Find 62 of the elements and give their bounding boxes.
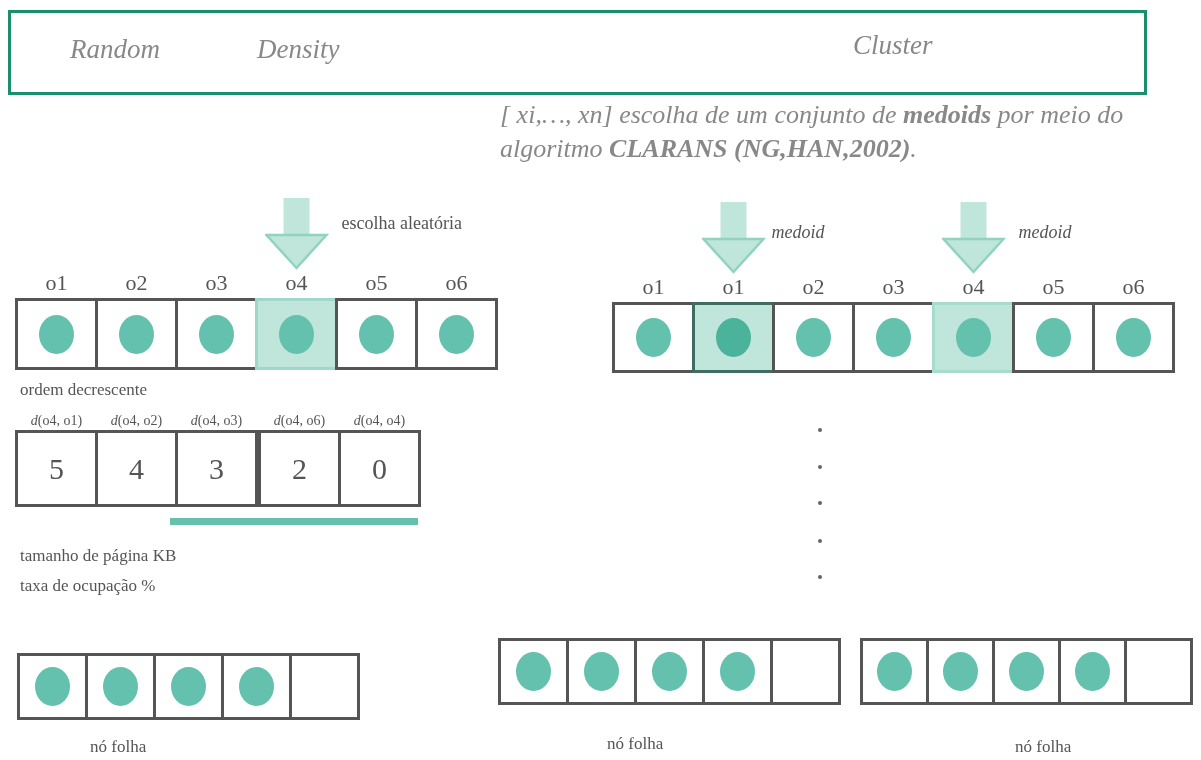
- dot: [439, 314, 474, 354]
- value-cell: 0: [338, 430, 421, 507]
- object-label: o5: [364, 269, 389, 297]
- object-label: o1: [44, 269, 69, 297]
- block-arrow: [942, 202, 1005, 274]
- dot: [103, 667, 138, 706]
- dot: [39, 314, 74, 354]
- object-label: o3: [881, 273, 906, 301]
- dot: [279, 314, 314, 354]
- leaf-caption: nó folha: [1015, 737, 1072, 757]
- value-cell: 3: [175, 430, 258, 507]
- object-label: o1: [721, 273, 746, 301]
- dot: [584, 652, 619, 691]
- object-label: o5: [1041, 273, 1066, 301]
- leaf-caption: nó folha: [90, 737, 147, 757]
- note-text: ordem decrescente: [20, 380, 147, 400]
- object-label: o6: [444, 269, 469, 297]
- value-cell: 5: [15, 430, 98, 507]
- dot: [943, 652, 978, 691]
- dot: [876, 318, 911, 357]
- distance-label: d(o4, o4): [352, 412, 407, 430]
- dot: [1036, 318, 1071, 357]
- distance-label: d(o4, o3): [189, 412, 244, 430]
- dot: [119, 314, 154, 354]
- leaf-caption: nó folha: [607, 734, 664, 754]
- block-arrow: [265, 198, 328, 270]
- distance-label: d(o4, o6): [272, 412, 327, 430]
- object-label: o6: [1121, 273, 1146, 301]
- dot: [199, 314, 234, 354]
- dot: [35, 667, 70, 706]
- block-arrow: [702, 202, 765, 274]
- note-text: taxa de ocupação %: [20, 576, 156, 596]
- header-box: [8, 10, 1147, 95]
- dot: [1116, 318, 1151, 357]
- value-cell: 2: [258, 430, 341, 507]
- object-label: o3: [204, 269, 229, 297]
- object-label: o2: [124, 269, 149, 297]
- object-label: o4: [961, 273, 986, 301]
- dot: [716, 318, 751, 357]
- dot: [1009, 652, 1044, 691]
- distance-label: d(o4, o1): [29, 412, 84, 430]
- dot: [359, 314, 394, 354]
- dot: [796, 318, 831, 357]
- caption-text: [ xi,…, xn] escolha de um conjunto de medoids por meio do algoritmo CLARANS (NG,HAN,2002).: [500, 99, 1125, 165]
- object-label: o2: [801, 273, 826, 301]
- category-label: Random: [70, 34, 160, 65]
- dot: [171, 667, 206, 706]
- dot: [1075, 652, 1110, 691]
- note-text: tamanho de página KB: [20, 546, 177, 566]
- dot: [636, 318, 671, 357]
- category-label: Density: [257, 34, 340, 65]
- object-label: o4: [284, 269, 309, 297]
- distance-label: d(o4, o2): [109, 412, 164, 430]
- dot: [516, 652, 551, 691]
- dot: [877, 652, 912, 691]
- value-cell: 4: [95, 430, 178, 507]
- dot: [652, 652, 687, 691]
- object-label: o1: [641, 273, 666, 301]
- category-label: Cluster: [853, 30, 933, 61]
- dot: [239, 667, 274, 706]
- dot: [956, 318, 991, 357]
- dot: [720, 652, 755, 691]
